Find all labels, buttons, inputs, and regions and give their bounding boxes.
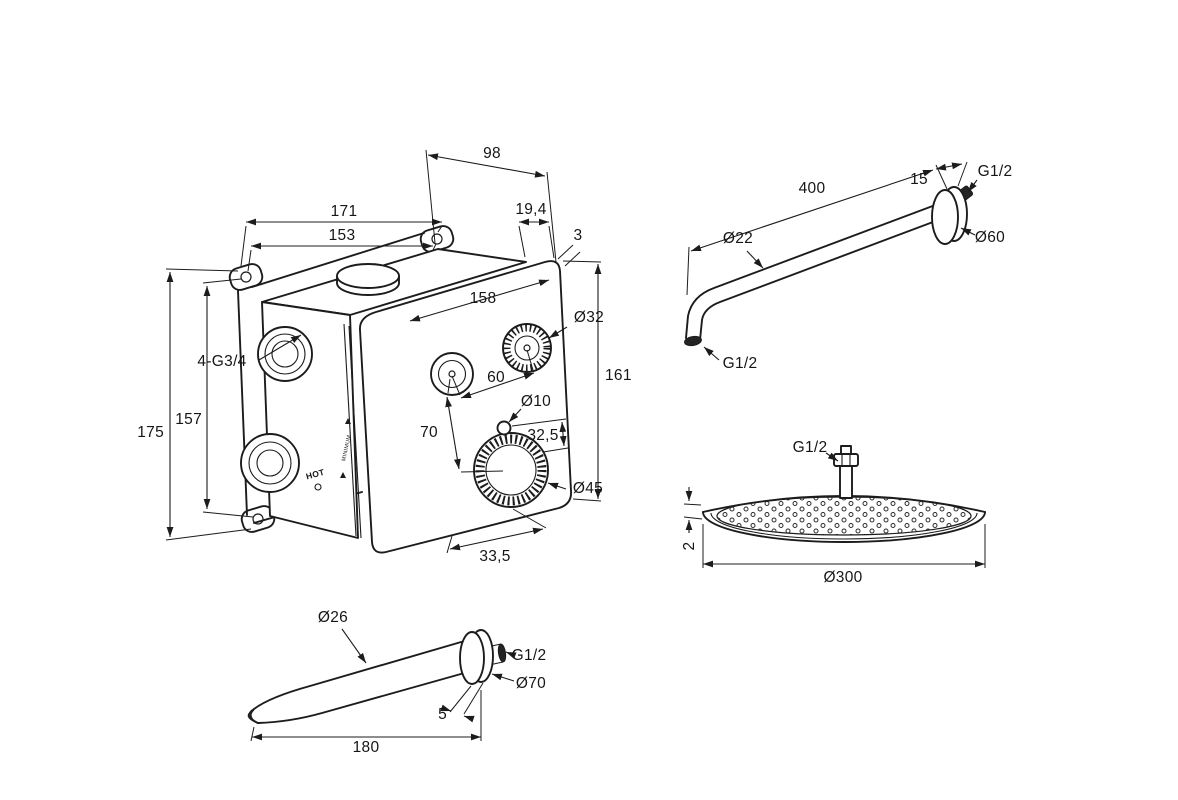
dim-bottom-offset-label: 33,5 — [479, 548, 510, 565]
spout-outlet — [247, 709, 258, 724]
dim-arm-wall-thread-label: G1/2 — [978, 163, 1013, 180]
triangle-marker-icon — [345, 418, 351, 424]
shower-arm-view: 400 15 G1/2 Ø22 Ø60 G1/2 — [684, 161, 1013, 372]
dim-small-handle-dia-label: Ø32 — [574, 309, 604, 326]
minimum-marking: MINIMUM — [341, 434, 352, 462]
spout-view: Ø26 G1/2 Ø70 5 180 — [247, 609, 547, 756]
dim-large-handle-dia-label: Ø45 — [573, 480, 603, 497]
valve-box-view: HOT MINIMUM 98 171 153 19,4 3 158 Ø32 — [137, 145, 632, 565]
dim-arm-flange-dia-label: Ø60 — [975, 229, 1005, 246]
dim-spout-flange-depth-label: 5 — [438, 706, 447, 723]
dim-head-thread-label: G1/2 — [793, 439, 828, 456]
dim-plate-offset-label: 19,4 — [515, 201, 546, 218]
dim-arm-tube-dia-label: Ø22 — [723, 230, 753, 247]
inlet-port-lower — [240, 433, 300, 493]
dim-hole-spacing-h-label: 153 — [329, 227, 356, 244]
head-inlet-pipe — [839, 465, 853, 499]
inlet-port-upper — [257, 326, 313, 382]
dim-spout-tube-dia-label: Ø26 — [318, 609, 348, 626]
dim-handle-spacing-label: 60 — [487, 369, 505, 386]
bracket-edge — [251, 232, 425, 288]
head-rim — [702, 511, 986, 543]
dim-arm-length-label: 400 — [799, 180, 826, 197]
mounting-hole-top-left — [240, 271, 252, 283]
shower-head-view: G1/2 2 Ø300 — [681, 439, 986, 586]
dim-inlet-thread-label: 4-G3/4 — [197, 353, 246, 370]
head-nozzle-face — [716, 496, 972, 536]
dim-hole-spacing-v-label: 157 — [175, 411, 202, 428]
triangle-marker-icon — [340, 472, 346, 478]
dim-flange-depth-label: 15 — [910, 171, 928, 188]
spout-tube — [253, 639, 469, 710]
arm-flange — [931, 189, 959, 245]
dim-plate-thickness-label: 3 — [574, 227, 583, 244]
knurled-handle-large — [473, 432, 549, 508]
dim-spout-length-label: 180 — [353, 739, 380, 756]
dim-bracket-width-label: 171 — [331, 203, 358, 220]
bracket-edge — [237, 290, 248, 516]
dim-depth-label: 98 — [483, 145, 501, 162]
head-inlet-nut — [833, 453, 859, 467]
dim-bracket-height-label: 175 — [137, 424, 164, 441]
arm-outlet — [684, 335, 702, 347]
dim-head-thickness-label: 2 — [681, 542, 698, 551]
handle-stem — [496, 420, 512, 436]
hot-marking: HOT — [305, 467, 326, 482]
arm-tube — [685, 203, 939, 339]
top-plug — [336, 263, 400, 289]
dim-plate-height-label: 161 — [605, 367, 632, 384]
dim-arm-outlet-thread-label: G1/2 — [723, 355, 758, 372]
dim-spout-thread-label: G1/2 — [512, 647, 547, 664]
spout-flange — [459, 631, 485, 685]
dim-stem-dia-label: Ø10 — [521, 393, 551, 410]
cold-indicator — [314, 483, 322, 491]
dim-head-dia-label: Ø300 — [823, 569, 862, 586]
dim-handle-vertical-label: 70 — [420, 424, 438, 441]
dim-stem-offset-label: 32,5 — [527, 427, 558, 444]
dim-plate-width-label: 158 — [470, 290, 497, 307]
mounting-hole-top-right — [431, 233, 443, 245]
spout-wall-thread — [497, 643, 507, 663]
dim-spout-flange-dia-label: Ø70 — [516, 675, 546, 692]
